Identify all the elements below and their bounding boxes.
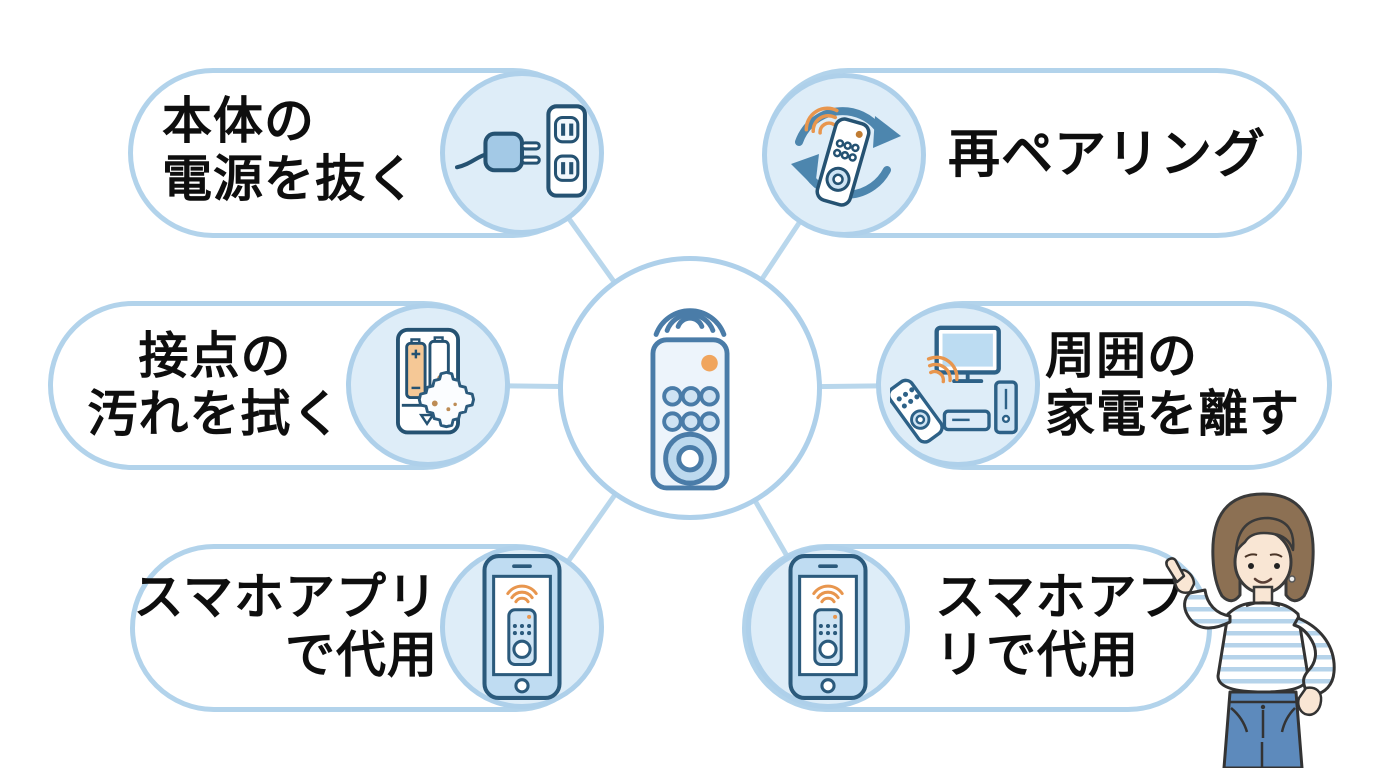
label-line: で代用 bbox=[285, 627, 438, 683]
node-label-move-appliances: 周囲の 家電を離す bbox=[1045, 327, 1300, 443]
bangs bbox=[1234, 516, 1295, 554]
label-line: 再ペアリング bbox=[948, 126, 1267, 184]
eye bbox=[1274, 563, 1280, 569]
label-line: リで代用 bbox=[935, 627, 1139, 683]
label-line: 本体の bbox=[162, 93, 315, 149]
eyebrow bbox=[1244, 553, 1258, 558]
earring bbox=[1288, 575, 1296, 583]
center-node bbox=[558, 256, 822, 520]
node-label-smartphone-app-right: スマホアプ リで代用 bbox=[935, 568, 1189, 684]
node-icon-circle-smartphone-app-left bbox=[440, 545, 604, 709]
label-line: 汚れを拭く bbox=[87, 386, 343, 442]
label-line: 接点の bbox=[138, 328, 292, 384]
node-label-smartphone-app-left: スマホアプリ で代用 bbox=[130, 568, 438, 684]
label-line: スマホアプ bbox=[935, 569, 1189, 625]
node-icon-circle-smartphone-app-right bbox=[746, 545, 910, 709]
node-label-unplug-power: 本体の 電源を抜く bbox=[162, 92, 417, 208]
jeans-pocket bbox=[1230, 707, 1249, 733]
node-label-wipe-contacts: 接点の 汚れを拭く bbox=[85, 327, 345, 443]
node-icon-circle-re-pairing bbox=[762, 73, 926, 237]
jeans-pocket bbox=[1280, 707, 1296, 733]
eye bbox=[1248, 563, 1254, 569]
smartphone-remote-app-icon bbox=[482, 554, 562, 700]
label-line: 周囲の bbox=[1045, 328, 1198, 384]
akimbo-hand bbox=[1297, 686, 1323, 716]
node-icon-circle-unplug-power bbox=[440, 71, 604, 235]
node-icon-circle-wipe-contacts bbox=[346, 303, 510, 467]
node-icon-circle-move-appliances bbox=[876, 303, 1040, 467]
label-line: 家電を離す bbox=[1045, 386, 1300, 442]
label-line: 電源を抜く bbox=[162, 151, 417, 207]
eyebrow bbox=[1269, 553, 1283, 558]
shirt bbox=[1216, 601, 1310, 694]
label-line: スマホアプリ bbox=[133, 569, 438, 625]
battery-cleaning-cloth-icon bbox=[396, 327, 476, 435]
shirt-collar bbox=[1245, 601, 1281, 608]
power-plug-outlet-icon bbox=[455, 104, 587, 198]
remote-control-icon bbox=[650, 307, 730, 490]
pointing-finger bbox=[1165, 557, 1186, 584]
smartphone-remote-app-icon bbox=[788, 554, 868, 700]
akimbo-arm-sleeve bbox=[1292, 616, 1336, 697]
pointing-woman-illustration bbox=[1165, 492, 1336, 768]
mouth bbox=[1253, 577, 1273, 584]
jeans-button bbox=[1260, 704, 1266, 710]
pointing-arm-sleeve bbox=[1183, 588, 1232, 630]
tv-appliances-remote-icon bbox=[890, 325, 1018, 444]
re-pairing-remote-icon bbox=[791, 106, 901, 207]
node-label-re-pairing: 再ペアリング bbox=[948, 125, 1266, 185]
